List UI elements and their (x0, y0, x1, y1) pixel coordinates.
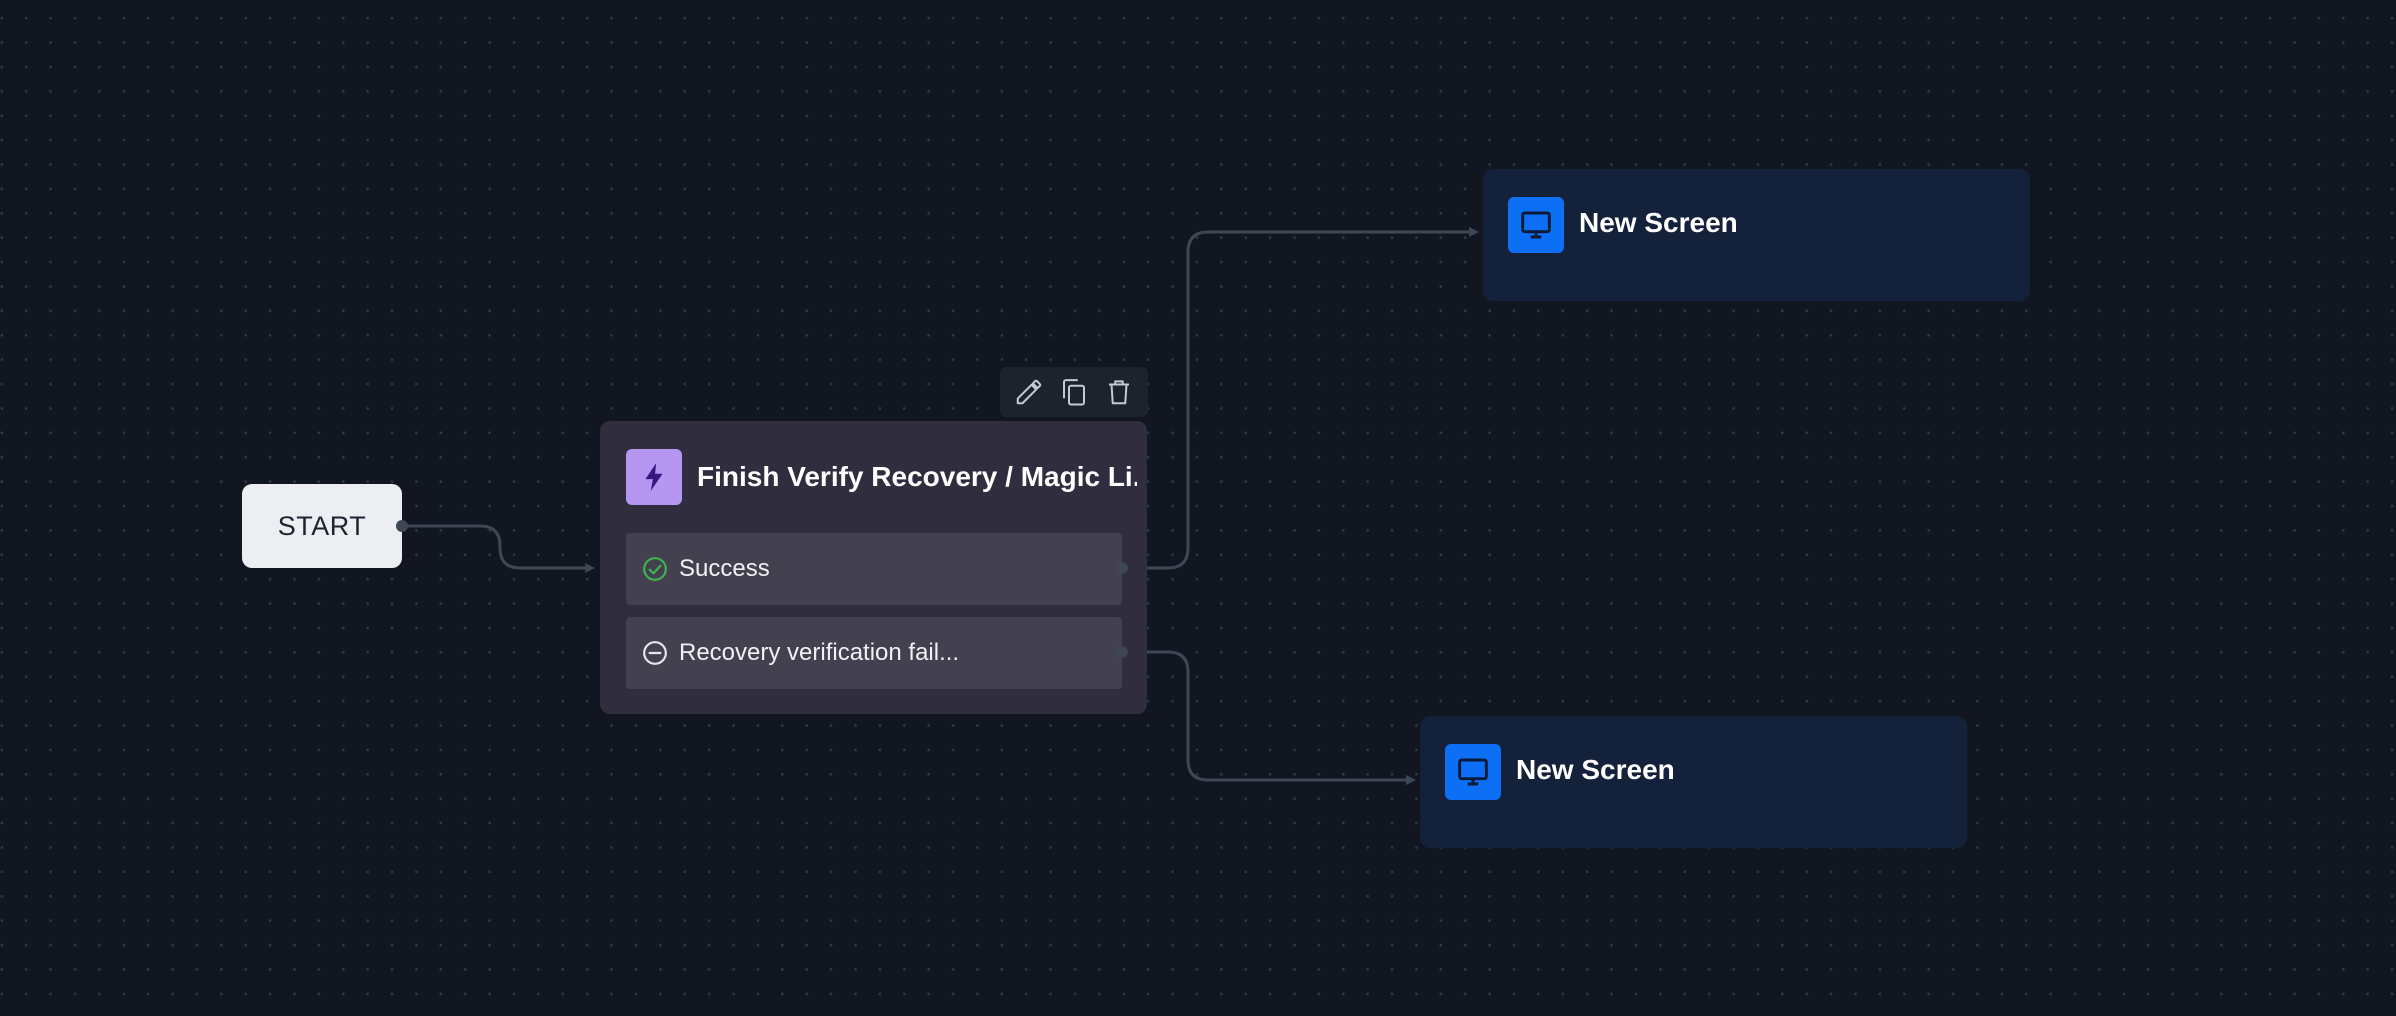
screen-node-title: New Screen (1516, 754, 1675, 785)
start-node-output-port[interactable] (396, 520, 408, 532)
check-circle-icon (643, 557, 667, 581)
screen-node[interactable]: New Screen (1483, 169, 2030, 301)
edge-failure-to-screen-2[interactable] (1122, 650, 1416, 785)
screen-node[interactable]: New Screen (1420, 716, 1967, 848)
outcome-failure-output-port[interactable] (1116, 646, 1128, 658)
trash-icon (1109, 380, 1130, 405)
outcome-failure-label: Recovery verification fail... (679, 639, 960, 666)
monitor-icon (1458, 758, 1488, 786)
node-toolbar (1000, 367, 1148, 417)
outcome-success-output-port[interactable] (1116, 562, 1128, 574)
pencil-icon (1016, 379, 1041, 405)
minus-circle-icon (643, 641, 667, 665)
action-node-title: Finish Verify Recovery / Magic Li... (697, 461, 1137, 492)
action-node-header: Finish Verify Recovery / Magic Li... (626, 449, 1137, 505)
screen-node-title: New Screen (1579, 207, 1738, 238)
duplicate-node-button[interactable] (1054, 372, 1094, 412)
copy-icon (1062, 379, 1085, 406)
action-node-icon-badge (626, 449, 682, 505)
screen-node-icon-badge (1445, 744, 1501, 800)
outcome-success-label: Success (679, 555, 770, 582)
edit-node-button[interactable] (1009, 372, 1049, 412)
lightning-bolt-icon (645, 463, 663, 491)
outcome-failure[interactable]: Recovery verification fail... (626, 617, 1122, 689)
outcome-success[interactable]: Success (626, 533, 1122, 605)
action-node[interactable]: Finish Verify Recovery / Magic Li... Suc… (600, 421, 1147, 714)
edge-success-to-screen-1[interactable] (1122, 227, 1479, 570)
start-node[interactable]: START (242, 484, 402, 568)
edge-start-to-action[interactable] (402, 524, 595, 573)
screen-node-icon-badge (1508, 197, 1564, 253)
delete-node-button[interactable] (1099, 372, 1139, 412)
monitor-icon (1521, 211, 1551, 239)
start-node-label: START (277, 510, 367, 541)
